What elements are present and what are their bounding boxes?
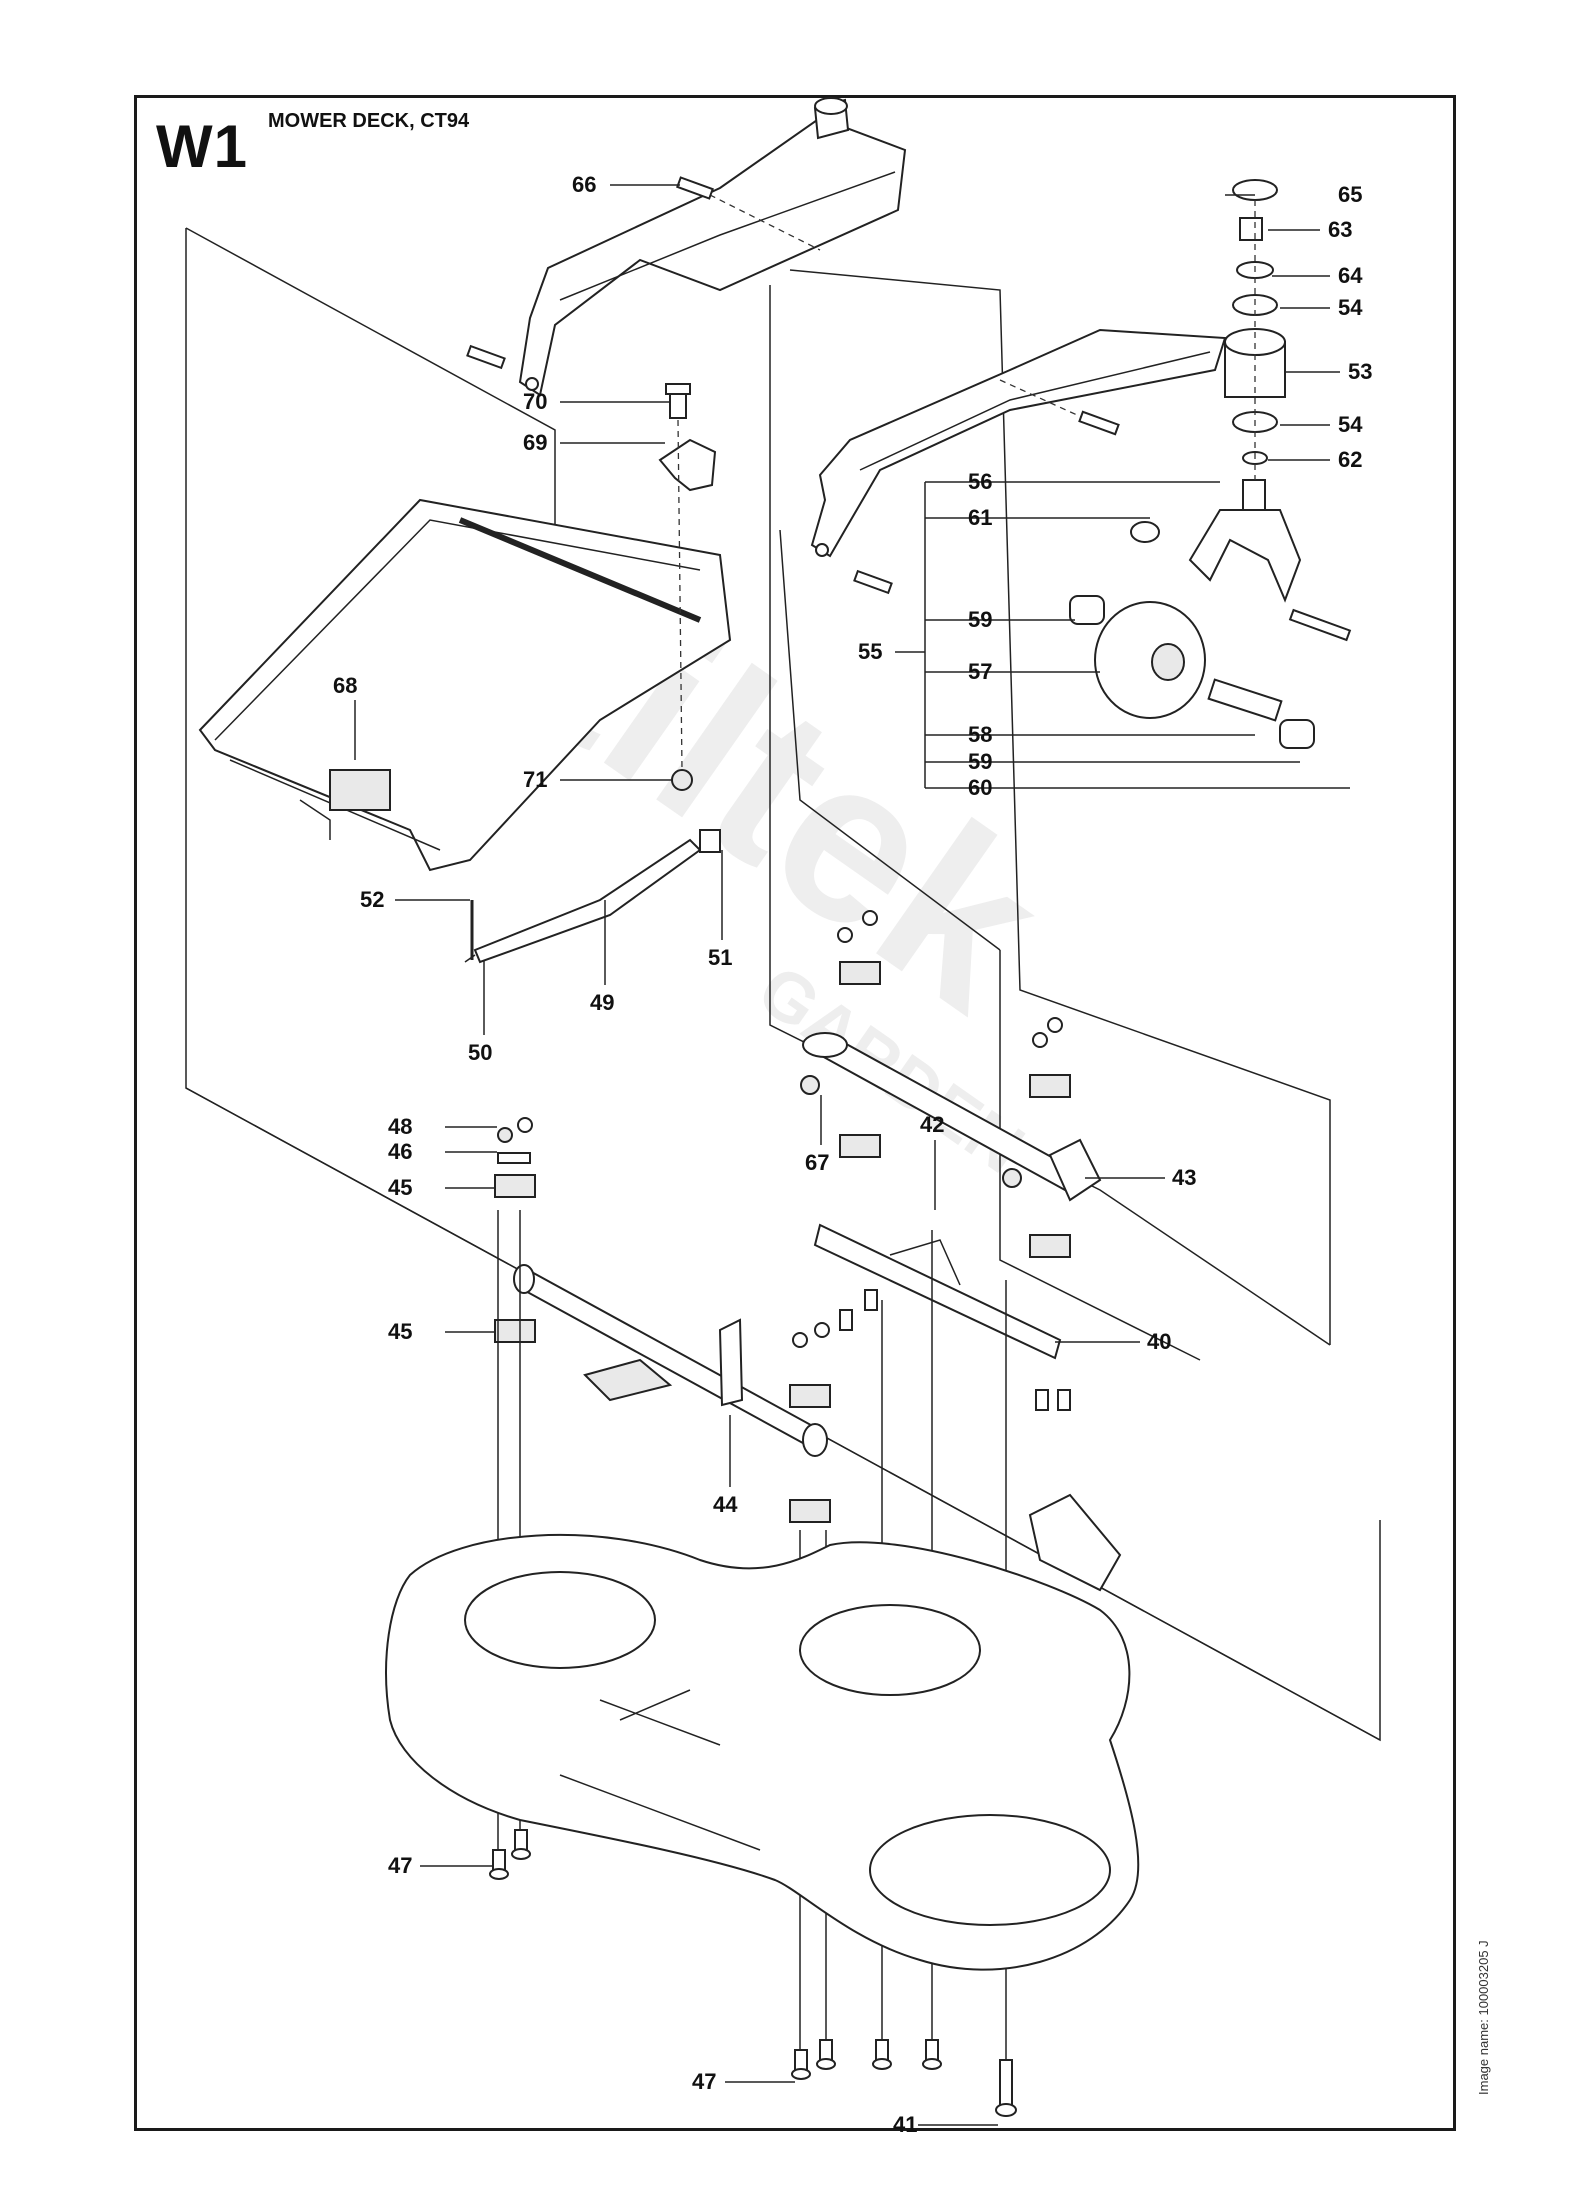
callout-47-left: 47: [388, 1853, 412, 1878]
sheet-code: W1: [156, 113, 248, 180]
callout-65: 65: [1338, 182, 1362, 207]
callout-40: 40: [1147, 1329, 1171, 1354]
callout-45-upper: 45: [388, 1175, 412, 1200]
callout-43: 43: [1172, 1165, 1196, 1190]
deck-bolts: [489, 1289, 1071, 2117]
callout-52: 52: [360, 887, 384, 912]
callout-46: 46: [388, 1139, 412, 1164]
arm-bolts: [466, 176, 1120, 595]
callout-62: 62: [1338, 447, 1362, 472]
callout-56: 56: [968, 469, 992, 494]
callout-48: 48: [388, 1114, 412, 1139]
callout-49: 49: [590, 990, 614, 1015]
callout-61: 61: [968, 505, 992, 530]
front-bumper-frame: [198, 498, 732, 872]
callout-54-upper: 54: [1338, 295, 1363, 320]
callout-59-upper: 59: [968, 607, 992, 632]
callout-71: 71: [523, 767, 547, 792]
callout-55: 55: [858, 639, 882, 664]
callout-69: 69: [523, 430, 547, 455]
callout-42: 42: [920, 1112, 944, 1137]
shaft-hangers: [494, 910, 1071, 1523]
right-lift-arm: [810, 328, 1227, 558]
callout-47-bottom: 47: [692, 2069, 716, 2094]
callout-60: 60: [968, 775, 992, 800]
callout-68: 68: [333, 673, 357, 698]
callout-labels: 66 70 69 68 71 52 50 49 51 48 46 45 45 4…: [333, 172, 1372, 2137]
support-plate: [813, 1223, 1062, 1360]
callout-54-lower: 54: [1338, 412, 1363, 437]
callout-51: 51: [708, 945, 732, 970]
front-cross-shaft: [513, 1264, 828, 1457]
callout-59-lower: 59: [968, 749, 992, 774]
left-lift-arm: [518, 97, 907, 397]
callout-57: 57: [968, 659, 992, 684]
callout-53: 53: [1348, 359, 1372, 384]
callout-58: 58: [968, 722, 992, 747]
sheet-title: MOWER DECK, CT94: [268, 110, 470, 132]
rear-cross-shaft: [800, 1032, 1102, 1202]
caster-wheel-assembly: [1069, 179, 1352, 749]
callout-44: 44: [713, 1492, 738, 1517]
drawing-frame: [134, 95, 1456, 2131]
callout-leaders: [354, 184, 1350, 2126]
bracket-assembly: [658, 383, 717, 791]
callout-63: 63: [1328, 217, 1352, 242]
mower-deck-shell: [385, 1493, 1140, 1971]
callout-64: 64: [1338, 263, 1363, 288]
callout-66: 66: [572, 172, 596, 197]
callout-41: 41: [893, 2112, 917, 2137]
callout-67: 67: [805, 1150, 829, 1175]
callout-70: 70: [523, 389, 547, 414]
callout-45-lower: 45: [388, 1319, 412, 1344]
linkage-rod: [464, 829, 721, 964]
callout-50: 50: [468, 1040, 492, 1065]
